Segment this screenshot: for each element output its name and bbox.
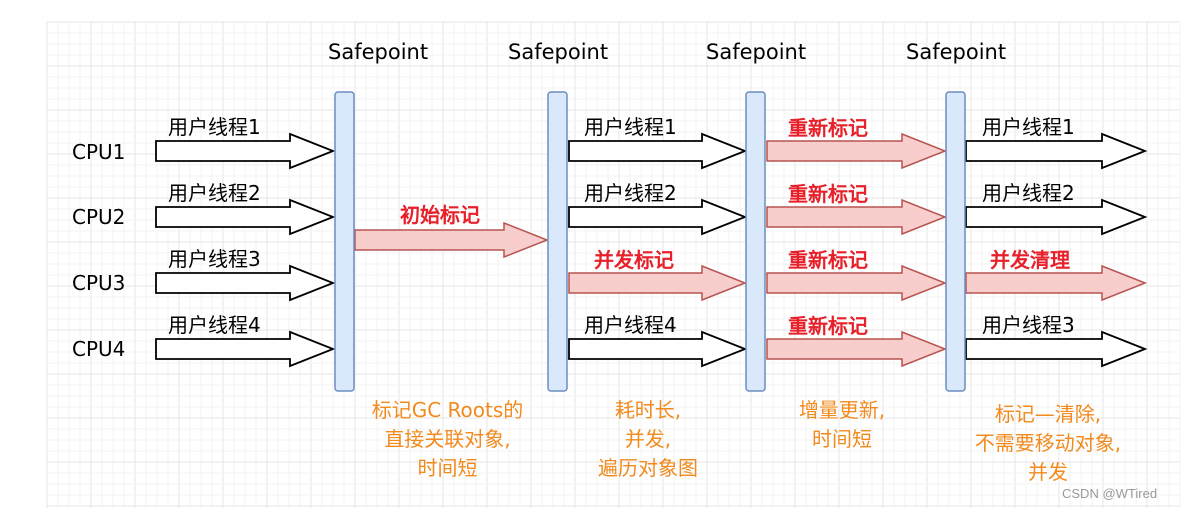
phase1-arrow-4 (155, 330, 336, 368)
phase1-thread-4: 用户线程4 (168, 313, 261, 337)
remark-label-2: 重新标记 (788, 182, 868, 206)
phase1-arrow-1 (155, 132, 336, 170)
phase3-thread-2: 用户线程2 (584, 181, 677, 205)
safepoint-label-3: Safepoint (706, 40, 807, 64)
concurrent-sweep-note-line-3: 并发 (1028, 460, 1068, 484)
safepoint-label-1: Safepoint (328, 40, 429, 64)
phase1-arrow-2 (155, 198, 336, 236)
phase1-thread-3: 用户线程3 (168, 247, 261, 271)
cpu-label-4: CPU4 (72, 337, 126, 361)
remark-arrow-2 (766, 198, 948, 236)
remark-arrow-4 (766, 330, 948, 368)
concurrent-mark-note-line-3: 遍历对象图 (598, 456, 698, 480)
initial-mark-note-line-3: 时间短 (417, 456, 478, 480)
phase1-thread-1: 用户线程1 (168, 115, 261, 139)
phase1-thread-2: 用户线程2 (168, 181, 261, 205)
phase3-thread-1: 用户线程1 (584, 115, 677, 139)
concurrent-mark-arrow (568, 264, 748, 302)
phase5-arrow-1 (965, 132, 1148, 170)
background-grid (46, 21, 1181, 508)
phase5-thread-1: 用户线程1 (982, 115, 1075, 139)
concurrent-sweep-arrow (965, 264, 1148, 302)
concurrent-sweep-note-line-1: 标记—清除, (994, 402, 1102, 426)
watermark: CSDN @WTired (1062, 486, 1158, 501)
safepoint-label-2: Safepoint (508, 40, 609, 64)
safepoint-bars-layer (334, 91, 966, 392)
safepoint-bar-2 (547, 91, 568, 392)
cpu-label-3: CPU3 (72, 271, 126, 295)
concurrent-sweep-note: 标记—清除, 不需要移动对象, 并发 (948, 400, 1148, 487)
remark-note-line-1: 增量更新, (798, 398, 886, 422)
cpu-label-1: CPU1 (72, 140, 126, 164)
initial-mark-arrow (354, 221, 550, 259)
cpu-label-2: CPU2 (72, 205, 126, 229)
remark-note-line-2: 时间短 (812, 427, 872, 451)
remark-label-1: 重新标记 (788, 116, 868, 140)
initial-mark-note: 标记GC Roots的 直接关联对象, 时间短 (345, 396, 550, 483)
safepoint-label-4: Safepoint (906, 40, 1007, 64)
remark-label-4: 重新标记 (788, 314, 868, 338)
safepoint-bar-1 (334, 91, 355, 392)
phase5-arrow-2 (965, 198, 1148, 236)
initial-mark-note-line-1: 标记GC Roots的 (371, 398, 524, 422)
initial-mark-note-line-2: 直接关联对象, (384, 427, 511, 451)
safepoint-bar-4 (945, 91, 966, 392)
concurrent-sweep-label: 并发清理 (990, 248, 1070, 272)
remark-arrow-3 (766, 264, 948, 302)
phase3-arrow-1 (568, 132, 748, 170)
remark-label-3: 重新标记 (788, 248, 868, 272)
concurrent-sweep-note-line-2: 不需要移动对象, (974, 431, 1122, 455)
phase5-thread-3: 用户线程3 (982, 313, 1075, 337)
phase5-thread-2: 用户线程2 (982, 181, 1075, 205)
phase3-arrow-4 (568, 330, 748, 368)
initial-mark-label: 初始标记 (400, 203, 480, 227)
concurrent-mark-note: 耗时长, 并发, 遍历对象图 (568, 396, 728, 483)
phase3-arrow-2 (568, 198, 748, 236)
safepoint-bar-3 (745, 91, 766, 392)
phase3-thread-4: 用户线程4 (584, 313, 677, 337)
phase5-arrow-3 (965, 330, 1148, 368)
arrows-layer (155, 132, 1148, 368)
remark-arrow-1 (766, 132, 948, 170)
concurrent-mark-note-line-2: 并发, (624, 427, 672, 451)
concurrent-mark-label: 并发标记 (594, 248, 674, 272)
phase1-arrow-3 (155, 264, 336, 302)
remark-note: 增量更新, 时间短 (772, 396, 912, 454)
concurrent-mark-note-line-1: 耗时长, (614, 398, 682, 422)
